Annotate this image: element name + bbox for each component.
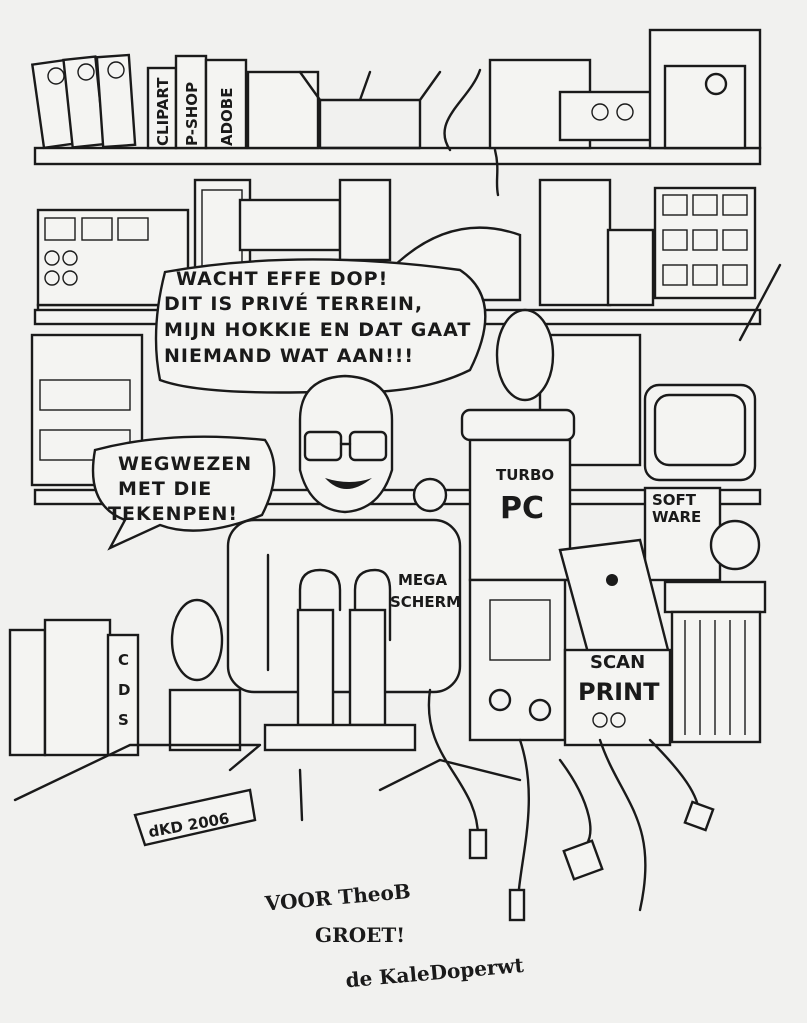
pc-label: PC xyxy=(500,491,544,526)
scherm-label: SCHERM xyxy=(390,593,461,611)
mega-monitor: MEGA SCHERM xyxy=(226,518,462,752)
scan-label: SCAN xyxy=(590,652,645,673)
bubble-main-line-4: NIEMAND WAT AAN!!! xyxy=(164,345,414,367)
ware-label: WARE xyxy=(652,508,701,526)
television xyxy=(643,383,757,482)
bubble-left-line-3: TEKENPEN! xyxy=(108,503,238,525)
bubble-main-line-3: MIJN HOKKIE EN DAT GAAT xyxy=(164,319,471,341)
print-label: PRINT xyxy=(578,678,660,706)
adobe-box-label: ADOBE xyxy=(218,88,236,147)
desk-clutter: dKD 2006 xyxy=(13,688,715,922)
software-box: SOFT WARE xyxy=(643,486,767,744)
cds-label-d: D xyxy=(118,681,130,699)
scanner-printer: SCAN PRINT xyxy=(558,538,672,747)
bubble-left-line-2: MET DIE xyxy=(118,478,212,500)
bubble-left-line-1: WEGWEZEN xyxy=(118,453,252,475)
speech-bubble-main: WACHT EFFE DOP! DIT IS PRIVÉ TERREIN, MI… xyxy=(154,258,487,413)
turbo-label: TURBO xyxy=(496,466,554,484)
binders xyxy=(30,53,137,150)
clipart-box-label: CLIPART xyxy=(154,77,172,146)
turbo-pc-tower: TURBO PC xyxy=(460,308,576,742)
speech-bubble-left: WEGWEZEN MET DIE TEKENPEN! xyxy=(91,435,276,551)
character xyxy=(298,374,448,514)
soft-label: SOFT xyxy=(652,491,697,509)
bubble-main-line-1: WACHT EFFE DOP! xyxy=(176,268,388,290)
cd-stack: C D S xyxy=(8,598,242,757)
pshop-box-label: P-SHOP xyxy=(183,82,201,146)
mega-label: MEGA xyxy=(398,571,447,589)
cds-label-c: C xyxy=(118,651,129,669)
cds-label-s: S xyxy=(118,711,129,729)
dedication-line-2: GROET! xyxy=(315,923,405,947)
bubble-main-line-2: DIT IS PRIVÉ TERREIN, xyxy=(164,292,423,315)
top-shelf: CLIPART P-SHOP ADOBE xyxy=(30,28,762,197)
